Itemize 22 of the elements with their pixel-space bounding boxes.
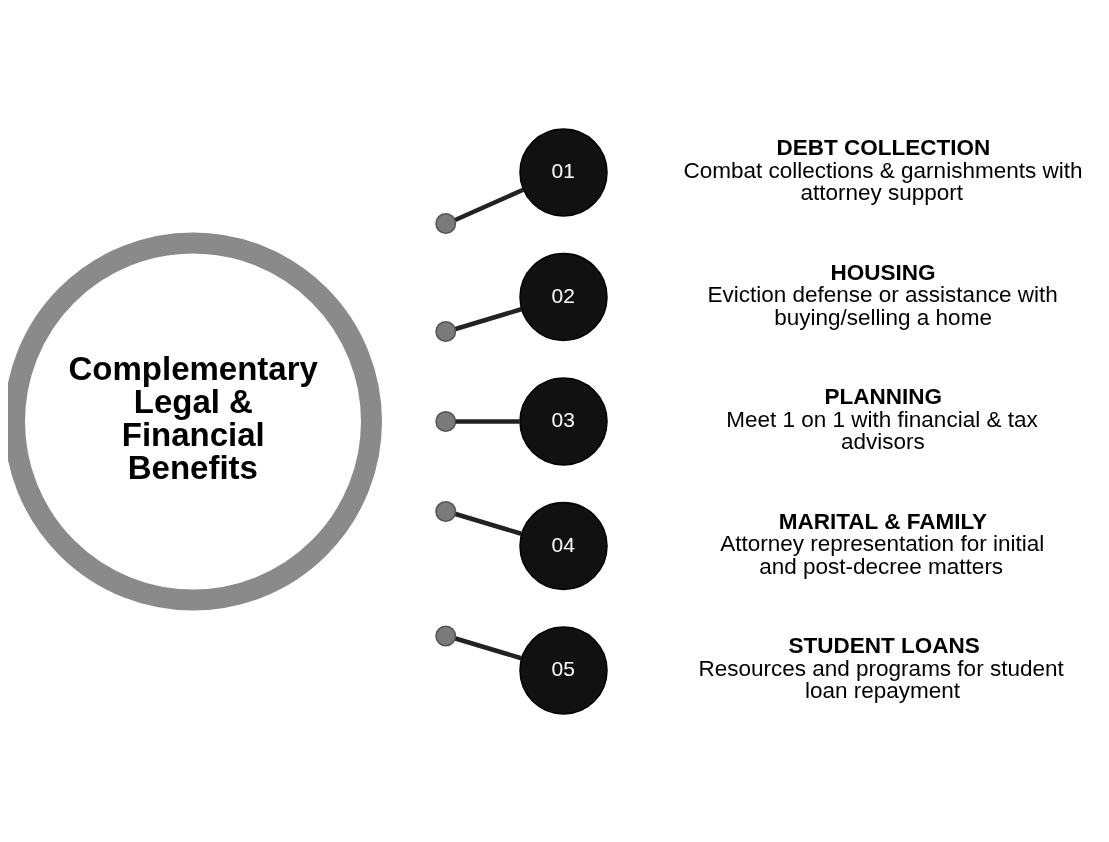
node-circle — [435, 410, 457, 432]
node-circle — [435, 320, 457, 342]
node-circle: 02 — [519, 252, 608, 341]
node-circle: 04 — [519, 501, 608, 590]
node-circle — [435, 625, 457, 646]
node-circle: 05 — [519, 625, 608, 715]
connector — [454, 635, 522, 660]
node-circle — [435, 500, 457, 522]
connector — [454, 306, 522, 331]
node-label: STUDENT LOANS — [788, 632, 980, 658]
node-label: Resources and programs for student loan repayment — [698, 655, 1064, 703]
node-label: Combat collections & garnishments with attorney support — [683, 157, 1083, 205]
connector — [454, 511, 522, 536]
node-circle: Complementary Legal & Financial Benefits — [8, 232, 382, 610]
node-label: Meet 1 on 1 with financial & tax advisors — [726, 406, 1038, 454]
node-circle: 03 — [519, 376, 608, 466]
connector — [455, 418, 520, 424]
node-circle — [435, 212, 457, 234]
connector — [454, 187, 525, 222]
node-label: PLANNING — [824, 383, 942, 409]
node-circle: 01 — [519, 127, 608, 217]
node-label: DEBT COLLECTION — [776, 134, 991, 160]
